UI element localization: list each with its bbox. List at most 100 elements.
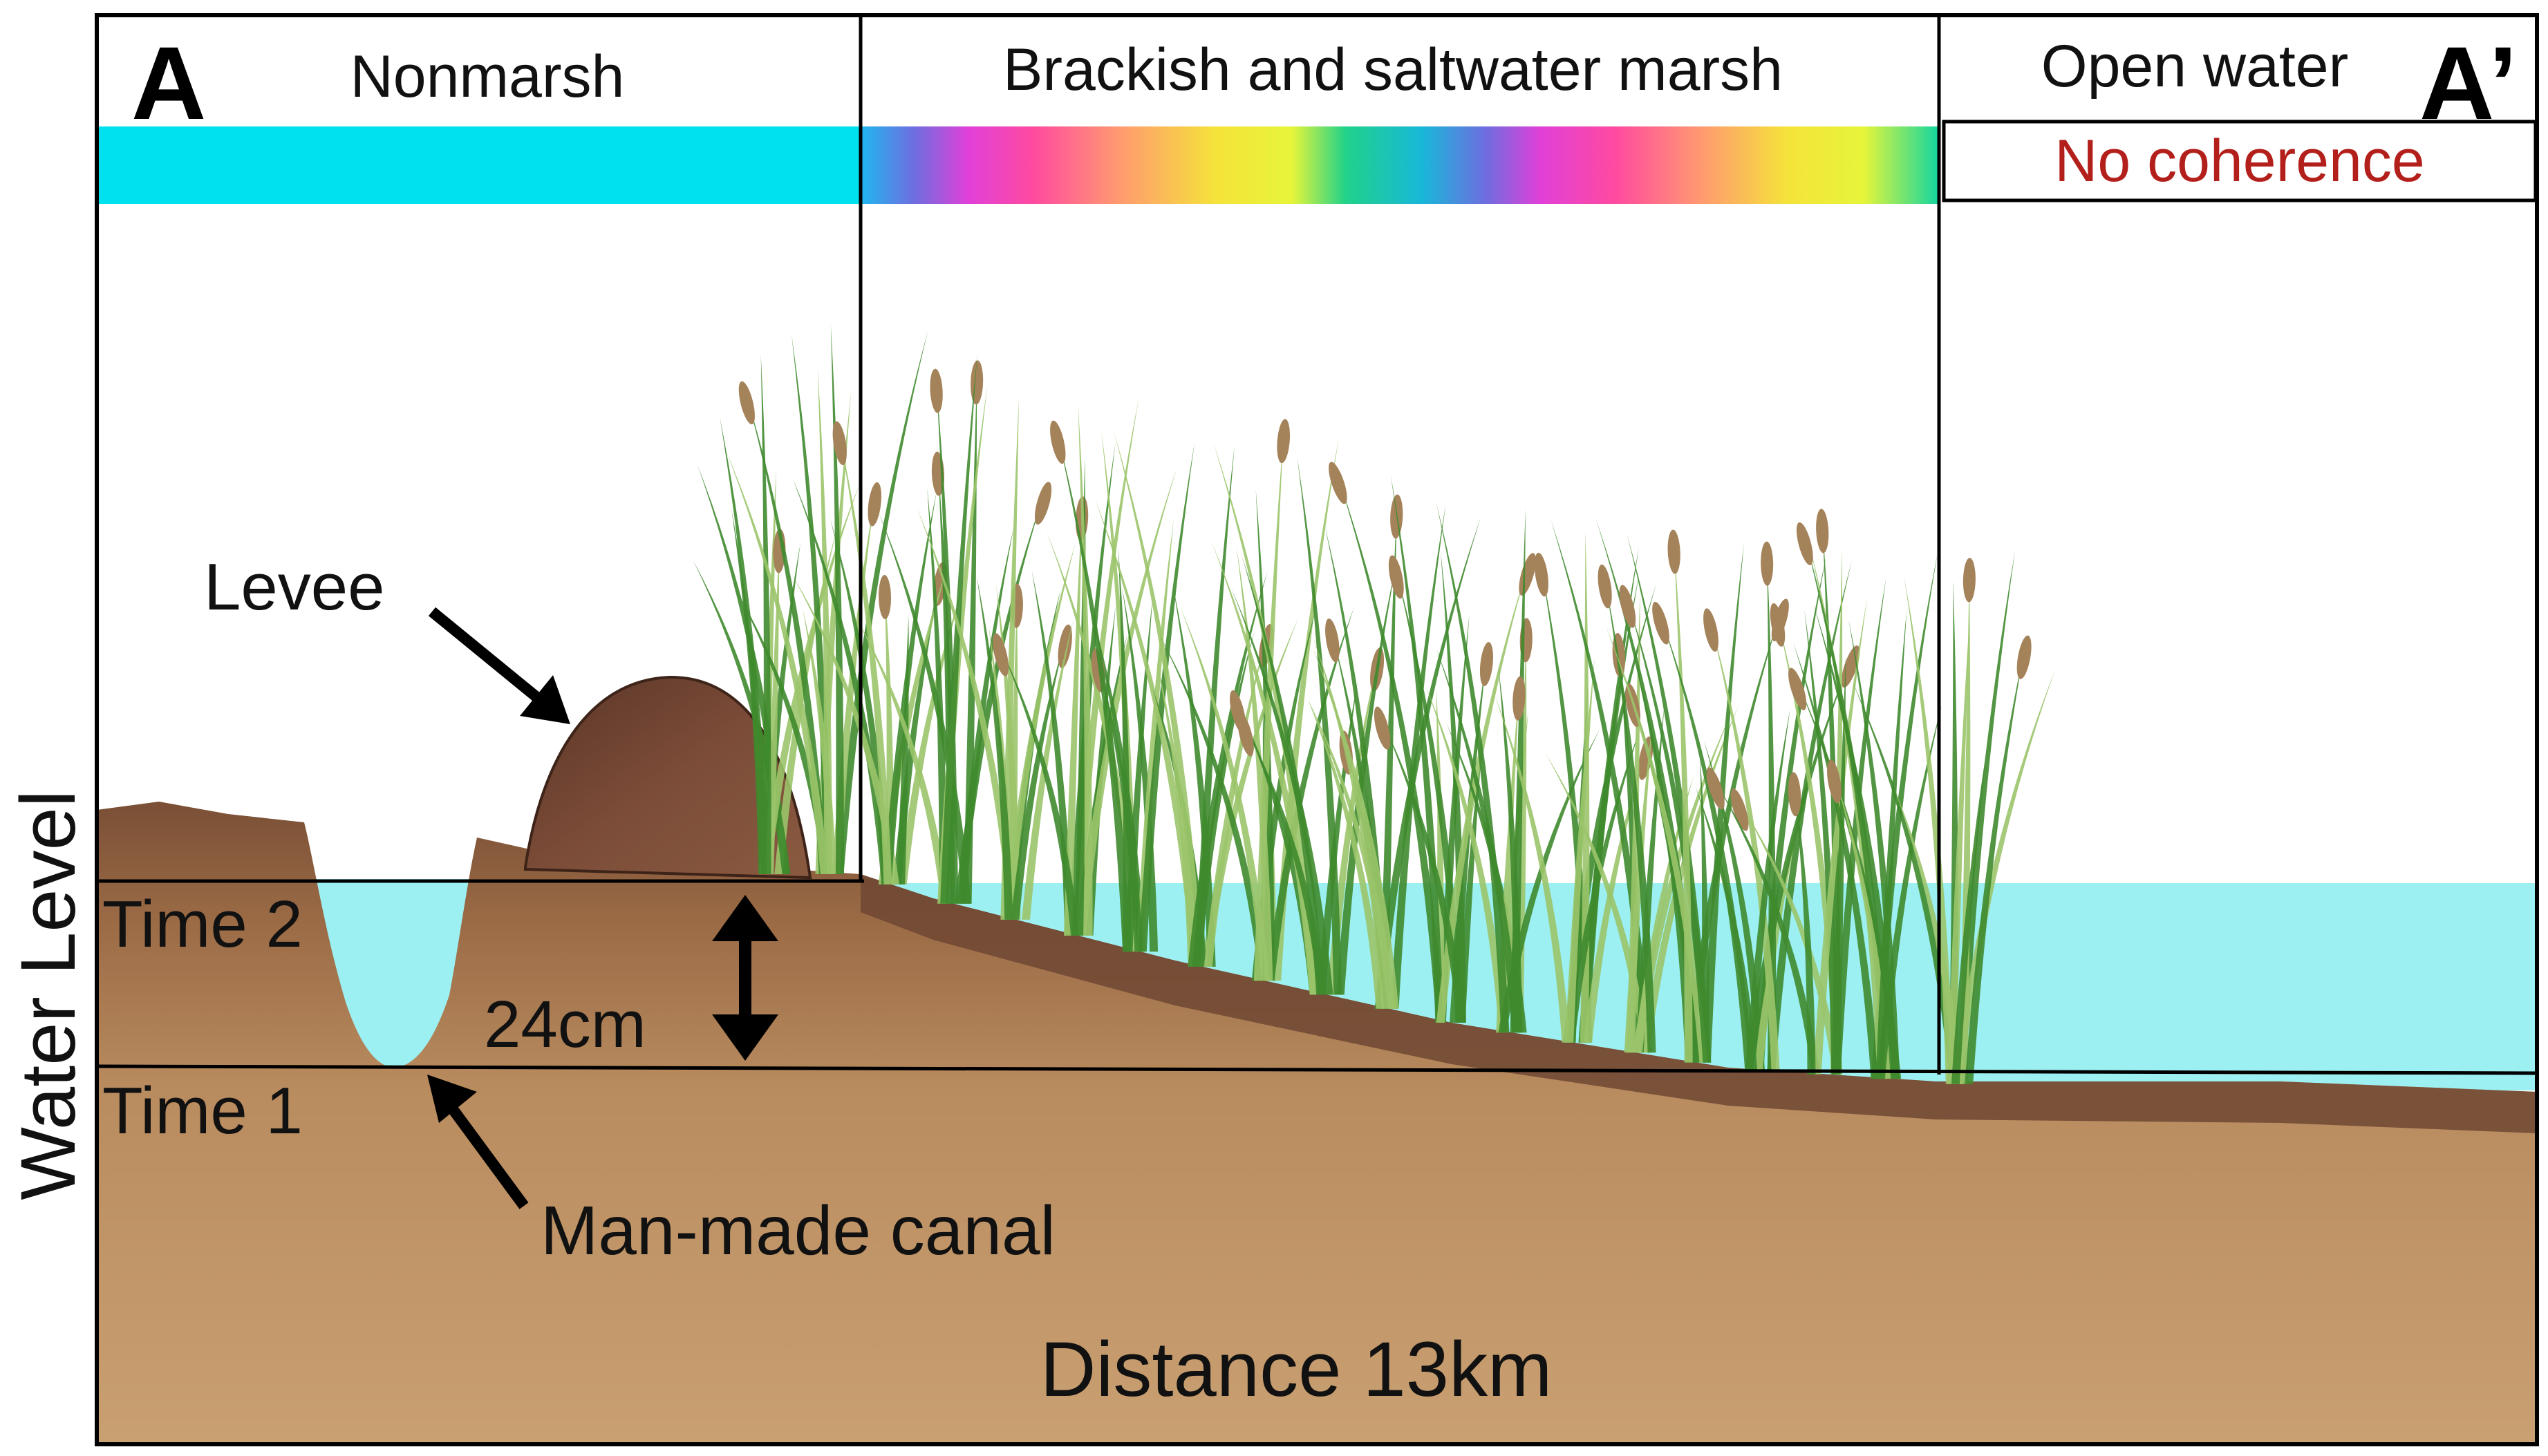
grass-blade: [1498, 666, 1523, 1033]
seed-head: [1761, 541, 1774, 586]
seed-head: [1638, 736, 1654, 780]
soil: [97, 802, 2537, 1444]
seed-head: [2016, 635, 2032, 679]
zone-label-open-water: Open water: [2041, 33, 2349, 100]
grass-blade: [1336, 562, 1397, 995]
seed-head: [1512, 676, 1526, 721]
time1-level-line: [96, 1064, 2538, 1075]
grass-blade: [726, 451, 829, 874]
grass-blade: [1327, 662, 1378, 995]
grass-blade: [1832, 577, 1886, 1075]
seed-head: [1706, 767, 1725, 810]
grass-blade: [1440, 551, 1466, 1023]
grass-blade: [1000, 647, 1080, 936]
grass-blade: [1711, 623, 1780, 1070]
grass-blade: [1390, 474, 1444, 1023]
seed-head: [868, 482, 881, 527]
no-coherence-label: No coherence: [2054, 128, 2424, 194]
section-start-marker: A: [131, 25, 206, 141]
grass-blade: [1578, 574, 1640, 1043]
grass-blade: [996, 584, 1021, 920]
seed-head: [1703, 608, 1718, 652]
seed-head: [1050, 420, 1066, 464]
grass-blade: [1795, 787, 1816, 1075]
distance-label: Distance 13km: [1040, 1326, 1553, 1412]
seed-head: [1479, 642, 1494, 686]
grass-blade: [1011, 639, 1065, 920]
grass-blade: [830, 323, 844, 874]
seed-head: [1619, 585, 1636, 628]
seed-head: [1374, 706, 1391, 750]
seed-head: [1534, 552, 1548, 597]
grass-blade: [1809, 542, 1886, 1079]
grass-blade: [898, 585, 964, 885]
seed-head: [1788, 772, 1801, 817]
grass-blade: [1313, 636, 1390, 1009]
seed-head: [832, 421, 847, 466]
seed-head: [1827, 759, 1842, 804]
marsh-coherence-bar: [861, 126, 1939, 204]
grass-blade: [1022, 620, 1074, 920]
grass-blade: [1138, 442, 1195, 952]
grass-blade: [1566, 726, 1641, 1043]
grass-blade: [1436, 648, 1521, 1033]
seed-head: [1034, 482, 1052, 525]
grass-blade: [1156, 661, 1197, 967]
grass-blade: [1308, 699, 1396, 1009]
grass-blade: [1436, 567, 1528, 1023]
grass-blade: [693, 560, 791, 874]
seed-head: [993, 633, 1009, 677]
grass-blade: [1246, 728, 1327, 995]
seed-head: [1598, 564, 1612, 609]
grass-blade: [1605, 625, 1708, 1063]
canal-label: Man-made canal: [541, 1192, 1056, 1269]
grass-blade: [1390, 503, 1446, 1009]
grass-blade: [1192, 631, 1255, 967]
grass-blade: [1674, 545, 1693, 1063]
zone-label-nonmarsh: Nonmarsh: [350, 44, 625, 110]
grass-blade: [1317, 681, 1358, 995]
levee-mound: [524, 675, 812, 880]
seed-head: [1796, 522, 1813, 565]
water-level-axis-label: Water Level: [5, 790, 91, 1200]
seed-head: [1058, 624, 1072, 669]
grass-blade: [1058, 435, 1132, 952]
seed-head: [971, 360, 984, 405]
grass-blade: [1627, 599, 1712, 1063]
grass-blade: [803, 609, 836, 874]
levee-label: Levee: [204, 550, 385, 624]
grass-blade: [1604, 579, 1656, 1053]
grass-blade: [1382, 721, 1465, 1023]
level-difference-label: 24cm: [484, 987, 646, 1061]
grass-blade: [1951, 749, 1987, 1084]
nonmarsh-coherence-bar: [97, 126, 861, 204]
arrow-down-right-icon: [428, 607, 570, 724]
grass-blade: [774, 529, 837, 874]
grass-blade: [1436, 502, 1510, 1033]
zone-label-marsh: Brackish and saltwater marsh: [1003, 37, 1783, 103]
grass-blade: [1118, 547, 1132, 952]
seed-head: [930, 368, 943, 413]
grass-blade: [1793, 642, 1880, 1079]
grass-blade: [835, 330, 928, 875]
seed-head: [1962, 558, 1976, 603]
seed-head: [1816, 509, 1829, 554]
grass-blade: [883, 491, 937, 885]
grass-blade: [1266, 606, 1355, 981]
grass-blade: [1804, 609, 1840, 1075]
seed-head: [1730, 788, 1749, 831]
no-coherence-box: [1942, 120, 2538, 202]
grass-blade: [957, 527, 1014, 904]
section-end-marker: A’: [2419, 25, 2518, 141]
double-arrow-vertical-icon: [712, 895, 778, 1061]
grass-blade: [760, 354, 771, 874]
seed-head: [1652, 601, 1669, 645]
grass-blade: [1003, 542, 1076, 920]
grass-blade: [1188, 570, 1268, 967]
grass-blade: [1136, 518, 1174, 952]
grass-blade: [1565, 657, 1595, 1043]
grass-blade: [1876, 705, 1942, 1079]
seed-head: [1770, 603, 1786, 647]
grass-blade: [1813, 604, 1899, 1079]
